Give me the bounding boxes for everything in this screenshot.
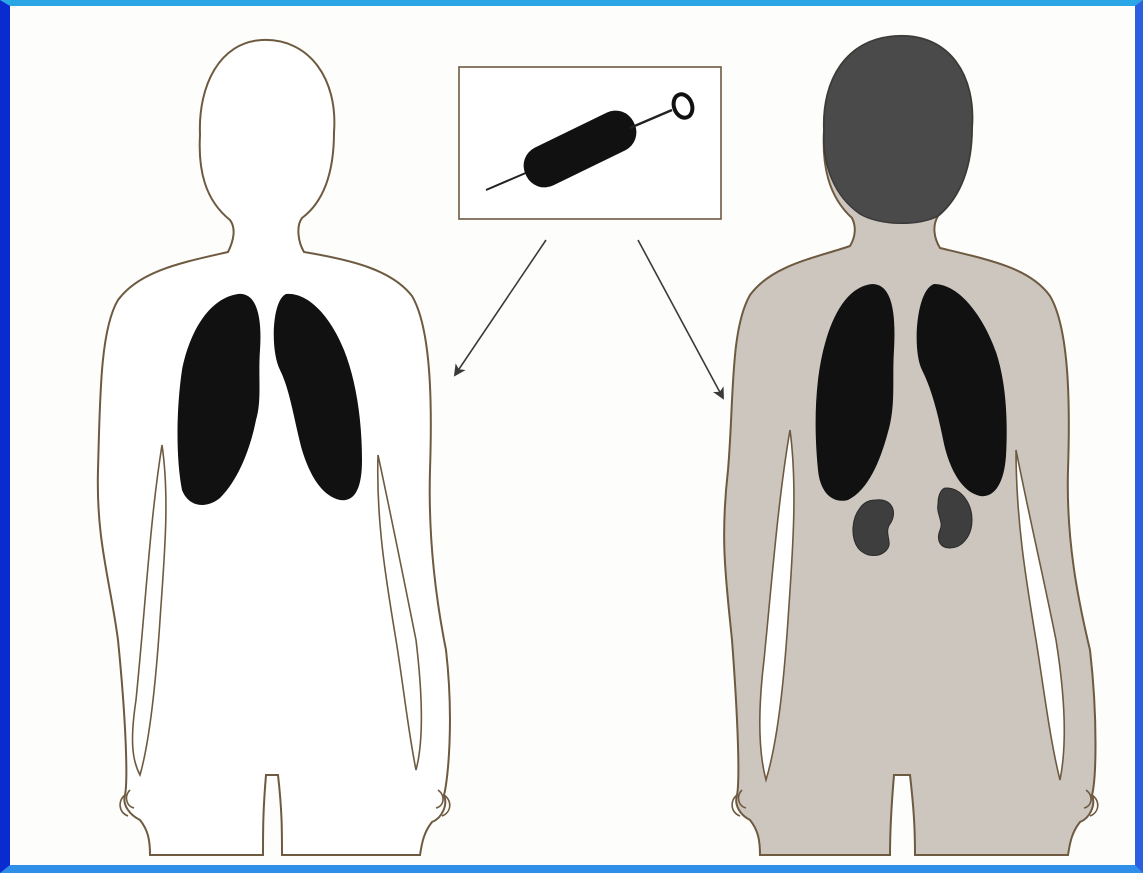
arrow-right-icon xyxy=(638,240,723,398)
syringe-panel xyxy=(459,67,721,219)
arrow-left-icon xyxy=(455,240,546,375)
diagram-canvas xyxy=(10,6,1135,865)
right-head xyxy=(824,36,973,223)
left-body-figure xyxy=(98,40,450,855)
right-body-figure xyxy=(724,36,1098,855)
left-body-outline xyxy=(98,40,450,855)
